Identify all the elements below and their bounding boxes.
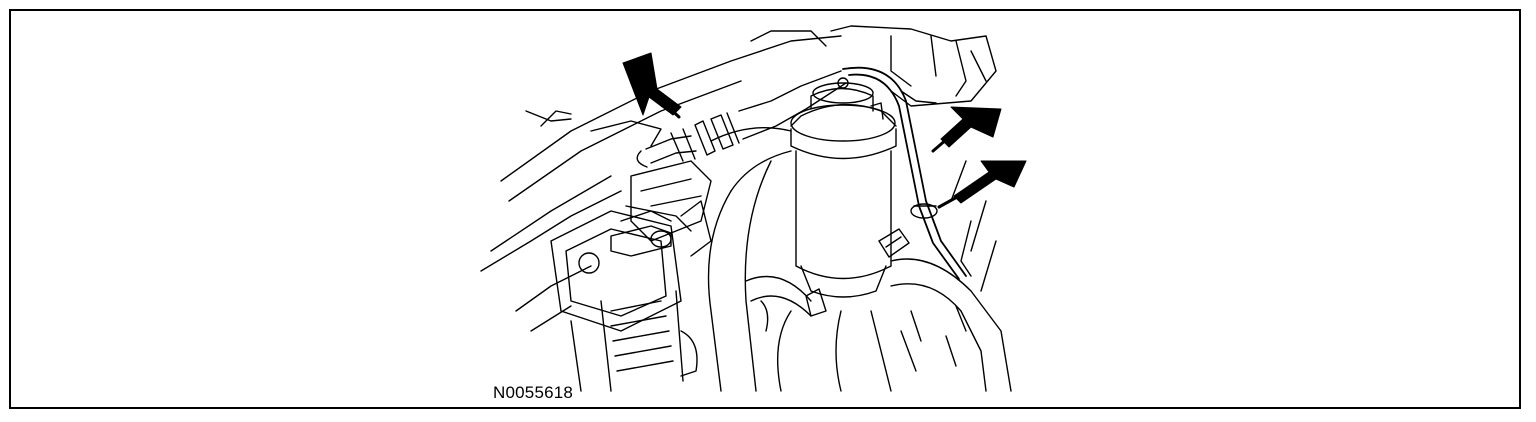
- wiring-harness: [842, 66, 967, 280]
- engine-bay-illustration: [480, 25, 1027, 392]
- background-structure: [480, 25, 997, 332]
- radiator-hoses: [707, 127, 1012, 392]
- figure-frame: N0055618: [9, 9, 1521, 409]
- figure-id-label: N0055618: [493, 383, 574, 402]
- arrow-to-hose-connector: [622, 52, 682, 116]
- coolant-reservoir: [790, 77, 897, 298]
- lower-corrugated-hose: [570, 290, 684, 392]
- hose-clamps: [680, 228, 910, 377]
- arrow-to-wiring-harness: [940, 106, 1002, 148]
- heater-hose-connector: [636, 70, 847, 168]
- mounting-bracket: [550, 160, 712, 332]
- arrow-to-harness-clip: [953, 160, 1027, 204]
- background-right-lines: [950, 160, 997, 292]
- callout-arrows: [622, 52, 1027, 209]
- harness-clip: [910, 203, 938, 219]
